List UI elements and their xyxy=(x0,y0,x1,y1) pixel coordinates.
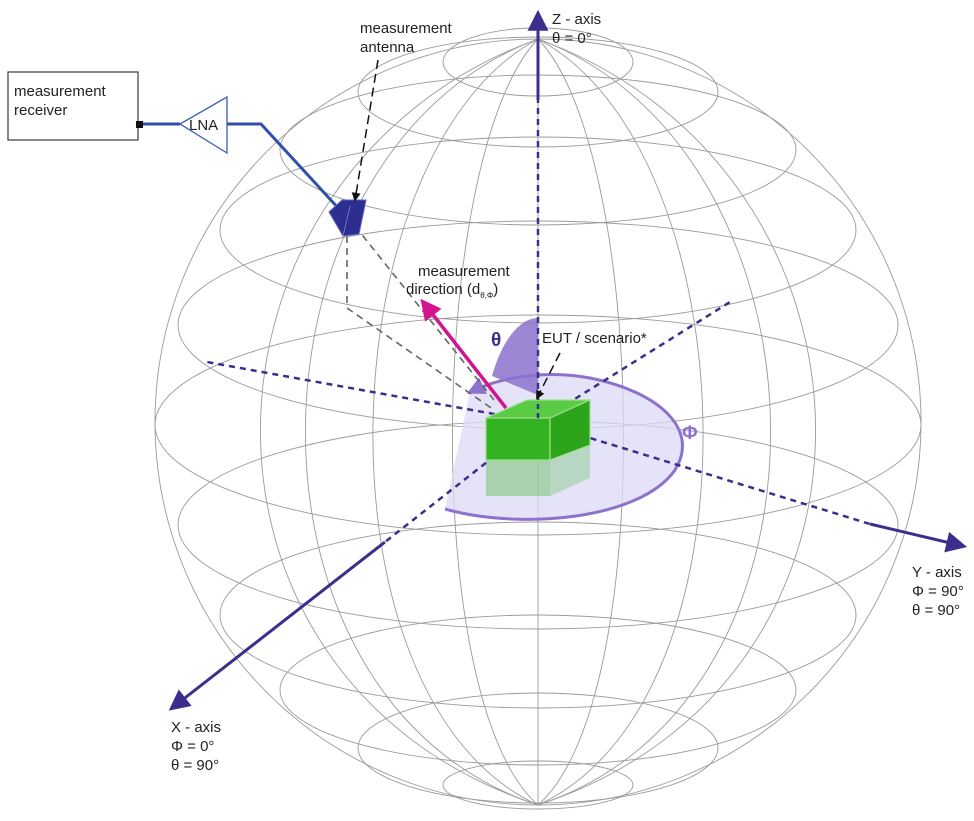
theta-wedge xyxy=(492,318,538,395)
axes xyxy=(168,9,968,711)
receiver-chain: measurement receiver LNA xyxy=(7,71,367,237)
theta-indicator: θ xyxy=(491,318,538,395)
eut-pointer xyxy=(536,352,561,400)
antenna-label-line1: measurement xyxy=(360,20,453,37)
x-axis-label-line3: θ = 90° xyxy=(171,757,219,774)
x-axis-dashed-back xyxy=(206,360,539,424)
direction-suffix: ) xyxy=(493,281,498,298)
antenna-label-line2: antenna xyxy=(360,39,415,56)
y-axis-label-line2: Φ = 90° xyxy=(912,583,964,600)
meridian xyxy=(537,38,816,806)
y-axis-label-line3: θ = 90° xyxy=(912,602,960,619)
direction-label-line2: direction (dθ,Φ) xyxy=(406,281,498,300)
receiver-label-line2: receiver xyxy=(14,102,67,119)
antenna-pointer xyxy=(351,59,379,202)
direction-label-line1: measurement xyxy=(418,263,511,280)
x-axis-label-line1: X - axis xyxy=(171,719,221,736)
z-axis-label-line2: θ = 0° xyxy=(552,30,592,47)
eut-side xyxy=(549,399,591,461)
meridian xyxy=(452,38,539,806)
y-axis-label-line1: Y - axis xyxy=(912,564,962,581)
receiver-port xyxy=(136,121,143,128)
z-axis-label-line1: Z - axis xyxy=(552,11,601,28)
lna-label: LNA xyxy=(189,117,218,134)
measurement-direction-arrow xyxy=(420,298,508,410)
eut-front xyxy=(485,417,551,461)
x-axis-label-line2: Φ = 0° xyxy=(171,738,214,755)
theta-symbol: θ xyxy=(491,330,501,351)
meridian xyxy=(537,38,771,806)
direction-prefix: direction (d xyxy=(406,281,480,298)
x-axis-arrow xyxy=(168,540,386,711)
eut-label: EUT / scenario* xyxy=(542,330,647,347)
meridian xyxy=(305,38,539,806)
receiver-label-line1: measurement xyxy=(14,83,107,100)
y-axis-arrow xyxy=(869,522,968,553)
meridian xyxy=(372,38,539,806)
meridian xyxy=(260,38,539,806)
meridian xyxy=(537,38,704,806)
direction-subscript: θ,Φ xyxy=(480,291,493,300)
measurement-receiver-box xyxy=(7,71,139,141)
cable-lna-antenna xyxy=(227,122,342,212)
phi-symbol: Φ xyxy=(682,423,698,444)
y-axis-dashed xyxy=(537,420,871,526)
